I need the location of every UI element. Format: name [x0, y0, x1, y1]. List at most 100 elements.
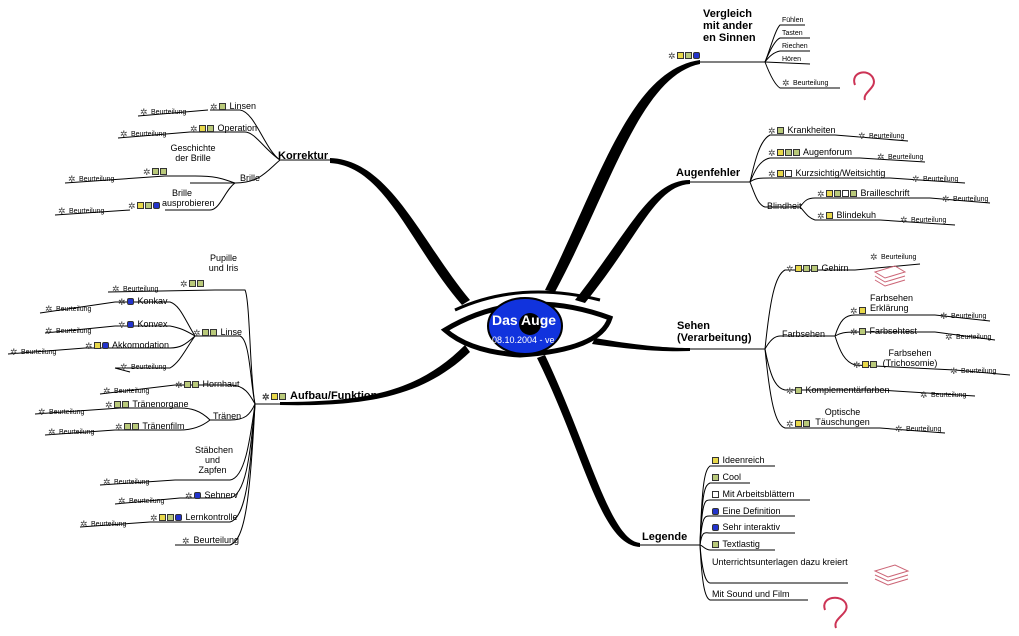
center-title[interactable]: Das Auge	[492, 312, 557, 328]
beurteilung-traenenfilm[interactable]: ✲ Beurteilung	[48, 427, 95, 437]
cool-icon	[207, 125, 214, 132]
cool-icon	[803, 265, 810, 272]
cool-icon	[145, 202, 152, 209]
node-farbsehen[interactable]: Farbsehen	[782, 329, 826, 339]
beurteilung-lernkontrolle[interactable]: ✲ Beurteilung	[80, 519, 127, 529]
node-operation[interactable]: ✲ Operation	[190, 123, 258, 134]
branch-legende[interactable]: Legende	[642, 531, 688, 543]
node-ausprobieren[interactable]: Brille ausprobieren	[162, 188, 215, 208]
node-gehirn[interactable]: ✲ Gehirn	[786, 263, 849, 274]
idea-icon	[712, 457, 719, 464]
beurteilung-erklaerung[interactable]: ✲ Beurteilung	[940, 311, 987, 321]
node-tasten[interactable]: Tasten	[782, 30, 803, 37]
gear-icon: ✲	[10, 347, 18, 357]
node-kurzsichtig[interactable]: ✲ Kurzsichtig/Weitsichtig	[768, 168, 886, 179]
beurteilung-kurzsichtig[interactable]: ✲ Beurteilung	[912, 174, 959, 184]
gear-icon: ✲	[870, 252, 878, 262]
beurteilung-vergleich[interactable]: ✲ Beurteilung	[782, 78, 829, 88]
branch-aufbau[interactable]: ✲Aufbau/Funktion	[262, 390, 377, 402]
beurteilung-gehirn[interactable]: ✲ Beurteilung	[870, 252, 917, 262]
node-akkomodation[interactable]: ✲ Akkomodation	[85, 340, 170, 351]
gear-icon: ✲	[45, 326, 53, 336]
gear-icon: ✲	[190, 124, 198, 134]
cool-icon	[167, 514, 174, 521]
node-fuehlen[interactable]: Fühlen	[782, 17, 804, 24]
beurteilung-blindekuh[interactable]: ✲ Beurteilung	[900, 215, 947, 225]
node-optische[interactable]: Optische Täuschungen	[815, 407, 870, 427]
gear-icon: ✲	[912, 174, 920, 184]
beurteilung-akkomodation[interactable]: ✲ Beurteilung	[10, 347, 57, 357]
node-farbsehen-trichosomie[interactable]: Farbsehen (Trichosomie)	[882, 348, 938, 368]
node-blindheit[interactable]: Blindheit	[767, 201, 802, 211]
node-hornhaut[interactable]: ✲ Hornhaut	[175, 379, 240, 390]
gear-icon: ✲	[900, 215, 908, 225]
gear-icon: ✲	[115, 422, 123, 432]
node-augenforum[interactable]: ✲ Augenforum	[768, 147, 853, 158]
branch-sehen[interactable]: Sehen (Verarbeitung)	[677, 320, 752, 344]
worksheet-icon	[842, 190, 849, 197]
beurteilung-brailleschrift[interactable]: ✲ Beurteilung	[942, 194, 989, 204]
node-konvex[interactable]: ✲ Konvex	[118, 319, 168, 330]
idea-icon	[777, 149, 784, 156]
beurteilung-staebchen[interactable]: ✲ Beurteilung	[103, 477, 150, 487]
beurteilung-farbsehtest[interactable]: ✲ Beurteilung	[945, 332, 992, 342]
node-brille[interactable]: Brille	[240, 173, 261, 183]
node-staebchen[interactable]: Stäbchen und Zapfen	[195, 445, 234, 475]
gear-icon: ✲	[850, 327, 858, 337]
node-linse[interactable]: ✲ Linse	[193, 327, 243, 338]
beurteilung-linsen[interactable]: ✲ Beurteilung	[140, 107, 187, 117]
beurteilung-krankheiten[interactable]: ✲ Beurteilung	[858, 131, 905, 141]
node-traenenfilm[interactable]: ✲ Tränenfilm	[115, 421, 185, 432]
gear-icon: ✲	[128, 201, 136, 211]
cool-icon	[184, 381, 191, 388]
beurteilung-hornhaut[interactable]: ✲ Beurteilung	[103, 386, 150, 396]
text-icon	[279, 393, 286, 400]
node-brailleschrift[interactable]: ✲ Brailleschrift	[817, 188, 910, 199]
node-linsen[interactable]: ✲ Linsen	[210, 101, 257, 112]
node-krankheiten[interactable]: ✲ Krankheiten	[768, 125, 836, 136]
gear-icon: ✲	[80, 519, 88, 529]
node-farbsehtest[interactable]: ✲ Farbsehtest	[850, 326, 918, 337]
beurteilung-pupille[interactable]: ✲ Beurteilung	[112, 284, 159, 294]
beurteilung-sehnerv[interactable]: ✲ Beurteilung	[118, 496, 165, 506]
idea-icon	[777, 170, 784, 177]
branch-augenfehler[interactable]: Augenfehler	[676, 167, 741, 179]
definition-icon	[127, 298, 134, 305]
beurteilung-komplementaer[interactable]: ✲ Beurteilung	[920, 390, 967, 400]
cool-icon	[870, 361, 877, 368]
node-geschichte[interactable]: Geschichte der Brille	[170, 143, 216, 163]
rating-icons: ✲	[262, 390, 287, 402]
gear-icon: ✲	[68, 174, 76, 184]
node-lernkontrolle[interactable]: ✲ Lernkontrolle	[150, 512, 238, 523]
beurteilung-konvex[interactable]: ✲ Beurteilung	[45, 326, 92, 336]
node-aufbau-beurteilung[interactable]: ✲ Beurteilung	[182, 535, 240, 546]
node-pupille[interactable]: Pupille und Iris	[208, 253, 239, 273]
cool-icon	[795, 387, 802, 394]
branch-korrektur[interactable]: Korrektur	[278, 150, 329, 162]
node-hoeren[interactable]: Hören	[782, 56, 802, 63]
gear-icon: ✲	[38, 407, 46, 417]
beurteilung-ausprobieren[interactable]: ✲ Beurteilung	[58, 206, 105, 216]
beurteilung-operation[interactable]: ✲ Beurteilung	[120, 129, 167, 139]
node-konkav[interactable]: ✲ Konkav	[118, 296, 168, 307]
idea-icon	[859, 307, 866, 314]
node-blindekuh[interactable]: ✲ Blindekuh	[817, 210, 877, 221]
beurteilung-optische[interactable]: ✲ Beurteilung	[895, 424, 942, 434]
beurteilung-konkav[interactable]: ✲ Beurteilung	[45, 304, 92, 314]
beurteilung-traenenorgane[interactable]: ✲ Beurteilung	[38, 407, 85, 417]
node-traenenorgane[interactable]: ✲ Tränenorgane	[105, 399, 189, 410]
beurteilung-linse[interactable]: ✲ Beurteilung	[120, 362, 167, 372]
beurteilung-geschichte[interactable]: ✲ Beurteilung	[68, 174, 115, 184]
node-sehnerv[interactable]: ✲ Sehnerv	[185, 490, 239, 501]
gear-icon: ✲	[118, 297, 126, 307]
gear-icon: ✲	[120, 362, 128, 372]
gear-icon: ✲	[120, 129, 128, 139]
text-icon	[160, 168, 167, 175]
beurteilung-trichosomie[interactable]: ✲ Beurteilung	[950, 366, 997, 376]
beurteilung-augenforum[interactable]: ✲ Beurteilung	[877, 152, 924, 162]
node-riechen[interactable]: Riechen	[782, 43, 808, 50]
node-komplementaer[interactable]: ✲ Komplementärfarben	[786, 385, 890, 396]
node-traenen[interactable]: Tränen	[213, 411, 242, 421]
branch-vergleich[interactable]: Vergleich mit ander en Sinnen	[703, 8, 756, 44]
node-farbsehen-erklaerung[interactable]: Farbsehen Erklärung	[870, 293, 914, 313]
